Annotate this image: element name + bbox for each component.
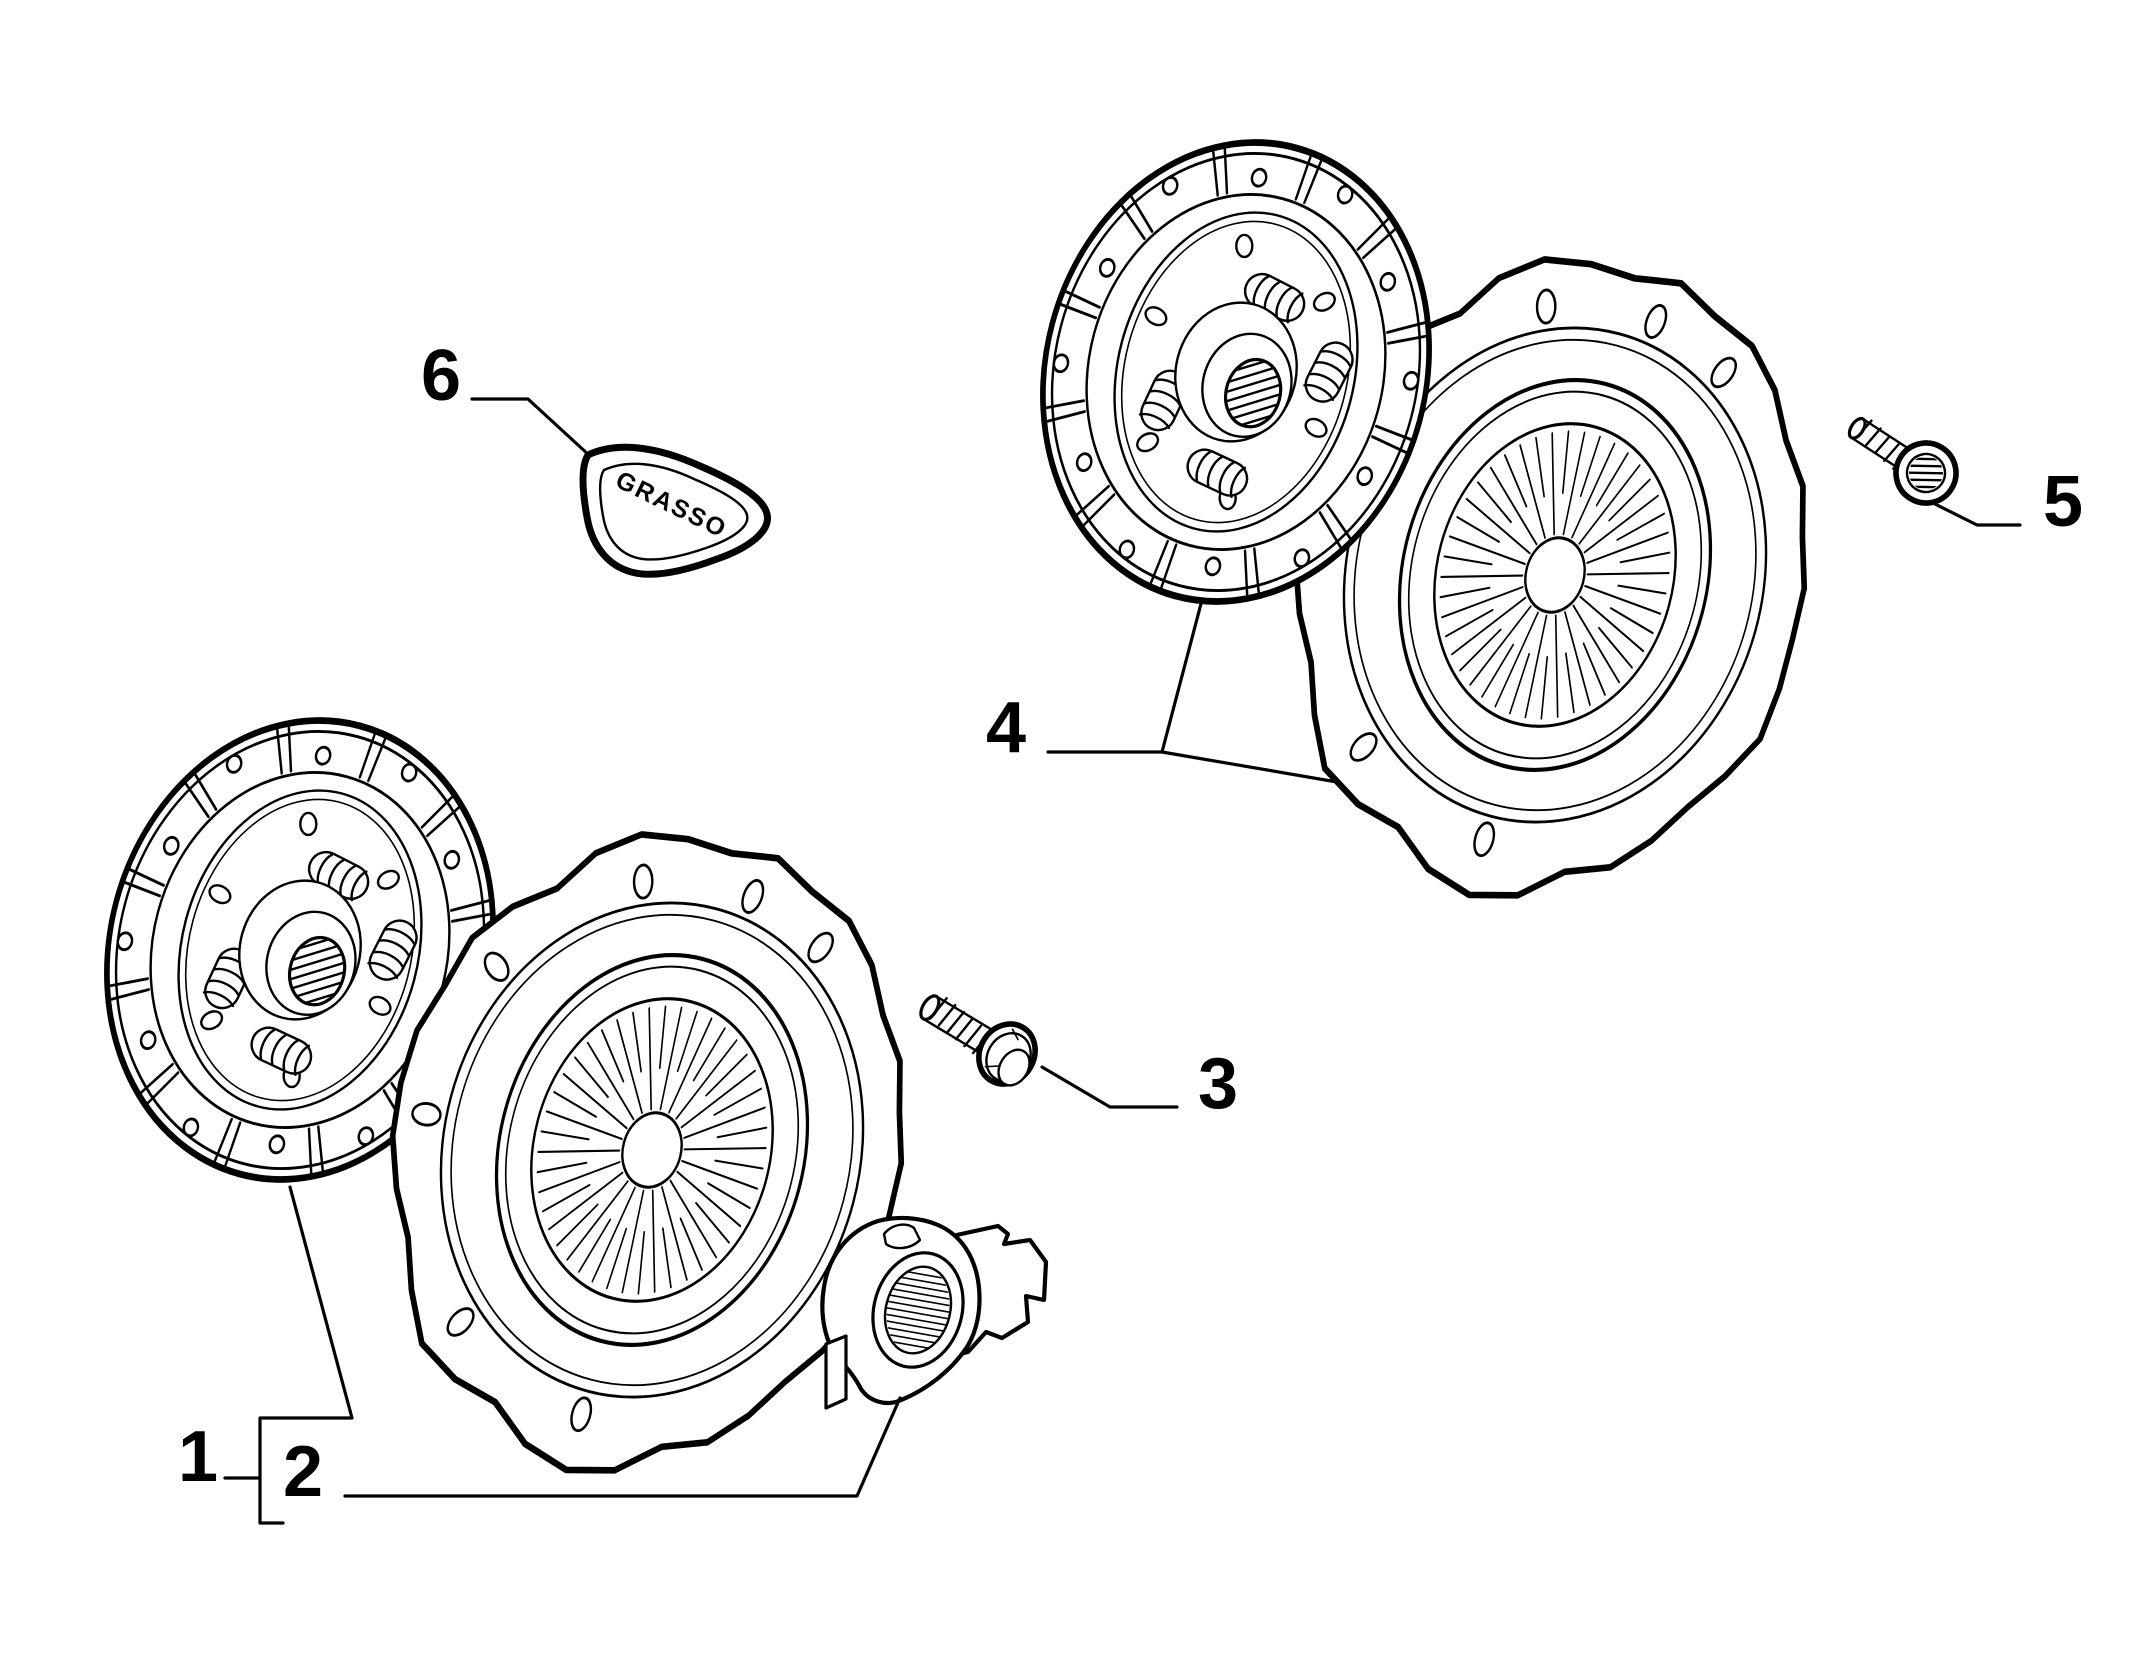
- leader-2: [343, 1396, 902, 1498]
- leader-6: [470, 397, 592, 458]
- leader-1-bracket: [223, 1185, 354, 1525]
- callout-3: 3: [1198, 1044, 1238, 1124]
- grease-blob: GRASSO: [579, 443, 771, 578]
- grease-inner-contour: [598, 462, 749, 561]
- release-bearing: [820, 1215, 1049, 1410]
- callout-4: 4: [986, 688, 1026, 768]
- leader-lines: [223, 397, 2022, 1525]
- callout-5: 5: [2043, 462, 2083, 542]
- callout-2: 2: [283, 1432, 323, 1512]
- callout-1: 1: [178, 1417, 218, 1497]
- leader-3: [1040, 1065, 1179, 1109]
- bearing-inner-ring: [883, 1265, 953, 1355]
- bearing-guide-tab: [824, 1334, 848, 1410]
- leader-4: [1046, 598, 1339, 784]
- bearing-tongue: [882, 1223, 922, 1250]
- leader-5: [1931, 501, 2022, 527]
- callout-6: 6: [421, 336, 461, 416]
- callout-labels: 1 2 3 4 5 6: [178, 336, 2083, 1512]
